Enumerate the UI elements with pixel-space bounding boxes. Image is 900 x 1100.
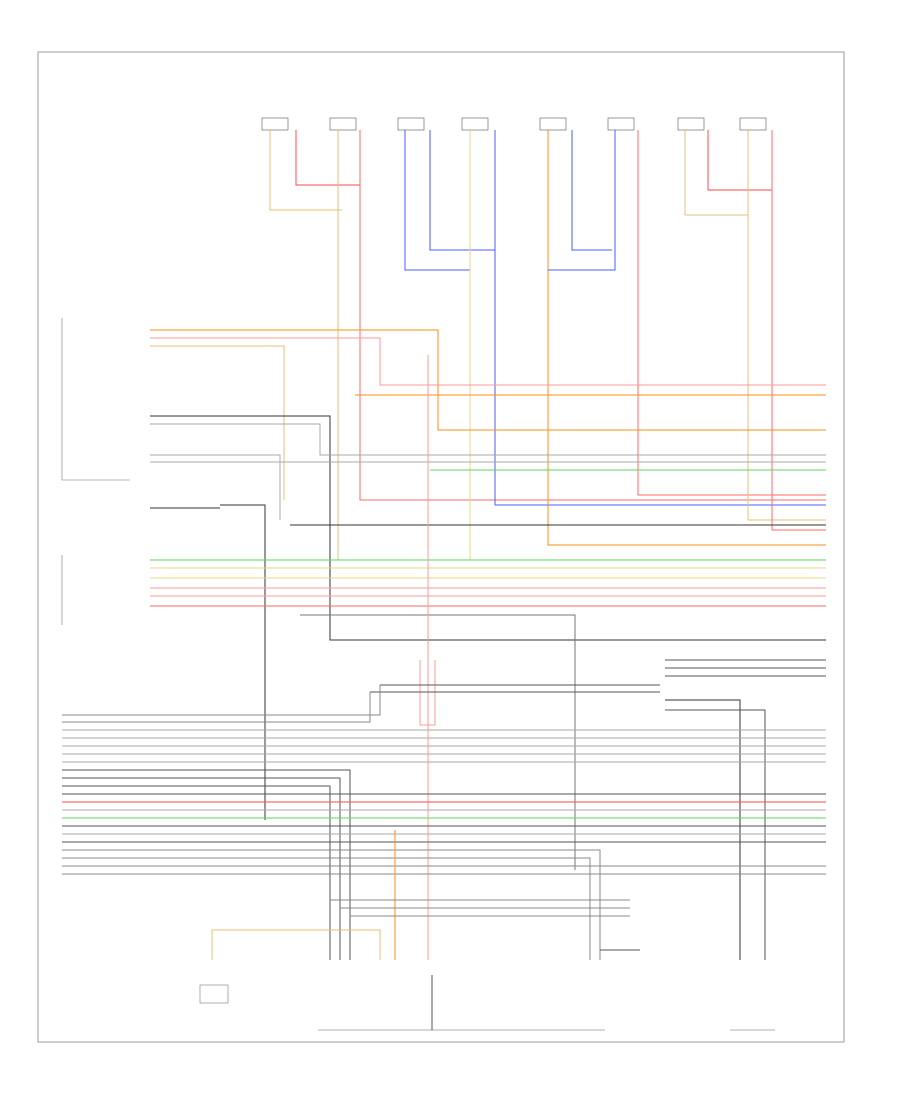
speaker-7[interactable] xyxy=(677,117,705,131)
speaker-1[interactable] xyxy=(261,117,289,131)
speaker-6[interactable] xyxy=(607,117,635,131)
speaker-2[interactable] xyxy=(329,117,357,131)
left-connector-blocks xyxy=(61,318,130,625)
speaker-4[interactable] xyxy=(461,117,489,131)
harness-top xyxy=(150,329,826,870)
harness-bottom xyxy=(62,685,826,960)
speaker-wires xyxy=(269,130,826,561)
middle-trunk xyxy=(419,355,436,960)
speaker-3[interactable] xyxy=(397,117,425,131)
diagram-frame xyxy=(37,51,845,1043)
speaker-row xyxy=(261,117,767,131)
right-relay-area xyxy=(370,659,826,960)
bottom-branches xyxy=(211,899,640,960)
bottom-components xyxy=(199,975,775,1031)
component-left[interactable] xyxy=(199,984,229,1004)
speaker-5[interactable] xyxy=(539,117,567,131)
speaker-8[interactable] xyxy=(739,117,767,131)
